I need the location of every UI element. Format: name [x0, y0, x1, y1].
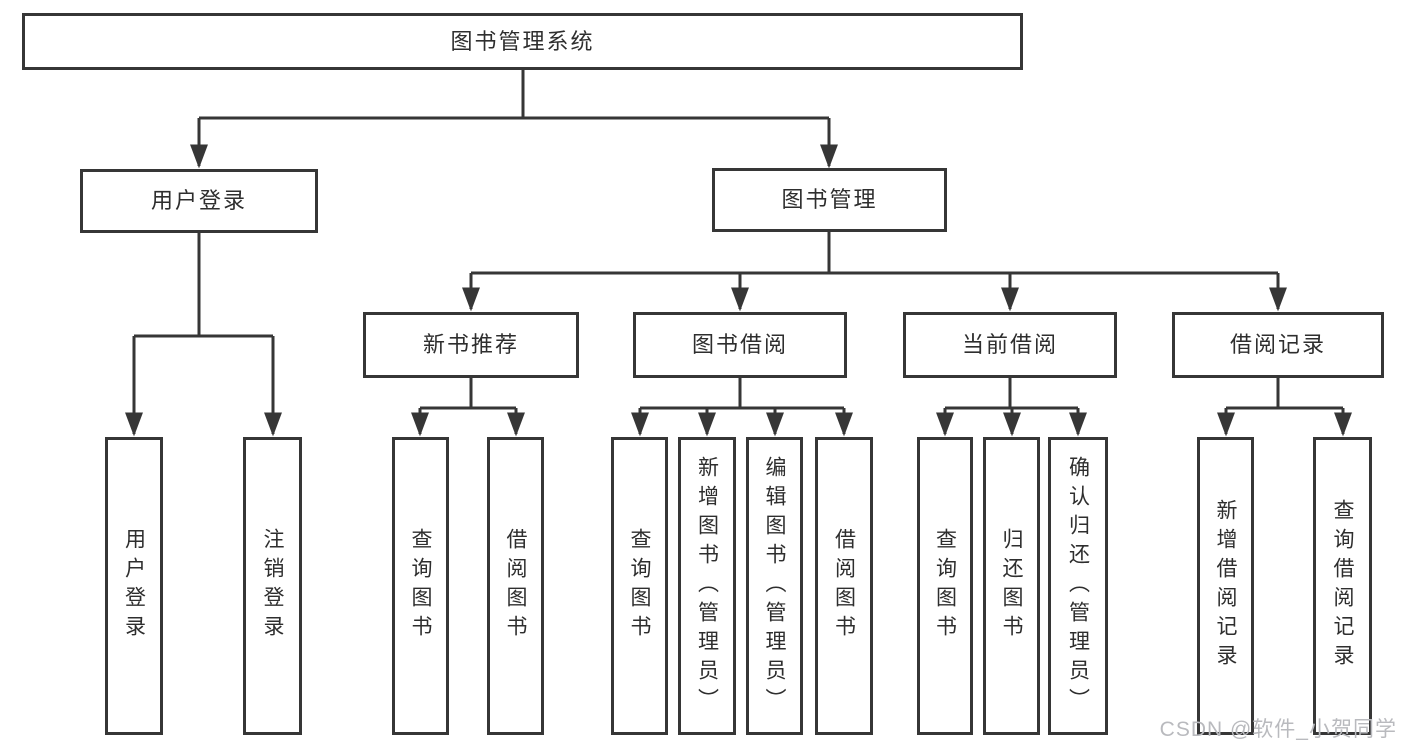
- node-user-login: 用户登录: [80, 169, 318, 233]
- leaf-edit-books-admin: 编辑图书（管理员）: [746, 437, 803, 735]
- connector-borrow-records-split: [1226, 378, 1343, 410]
- node-new-book-recommend: 新书推荐: [363, 312, 579, 378]
- leaf-query-books-current: 查询图书: [917, 437, 973, 735]
- leaf-add-books-admin: 新增图书（管理员）: [678, 437, 736, 735]
- leaf-query-borrow-record: 查询借阅记录: [1313, 437, 1372, 735]
- node-book-management: 图书管理: [712, 168, 947, 232]
- leaf-user-login: 用户登录: [105, 437, 163, 735]
- node-root: 图书管理系统: [22, 13, 1023, 70]
- node-borrow-records: 借阅记录: [1172, 312, 1384, 378]
- leaf-add-borrow-record: 新增借阅记录: [1197, 437, 1254, 735]
- node-book-borrow: 图书借阅: [633, 312, 847, 378]
- connector-book-borrow-split: [640, 378, 844, 410]
- node-current-borrow: 当前借阅: [903, 312, 1117, 378]
- leaf-return-books: 归还图书: [983, 437, 1040, 735]
- leaf-borrow-books-borrow: 借阅图书: [815, 437, 873, 735]
- connector-book-management-split: [471, 232, 1278, 275]
- leaf-borrow-books-recommend: 借阅图书: [487, 437, 544, 735]
- leaf-query-books-borrow: 查询图书: [611, 437, 668, 735]
- connector-new-book-split: [420, 378, 516, 410]
- connector-current-borrow-split: [945, 378, 1078, 410]
- connector-root-split: [199, 70, 829, 120]
- leaf-confirm-return-admin: 确认归还（管理员）: [1048, 437, 1108, 735]
- leaf-query-books-recommend: 查询图书: [392, 437, 449, 735]
- connector-user-login-split: [134, 233, 273, 338]
- leaf-logout-login: 注销登录: [243, 437, 302, 735]
- csdn-watermark: CSDN @软件_小贺同学: [1159, 718, 1397, 741]
